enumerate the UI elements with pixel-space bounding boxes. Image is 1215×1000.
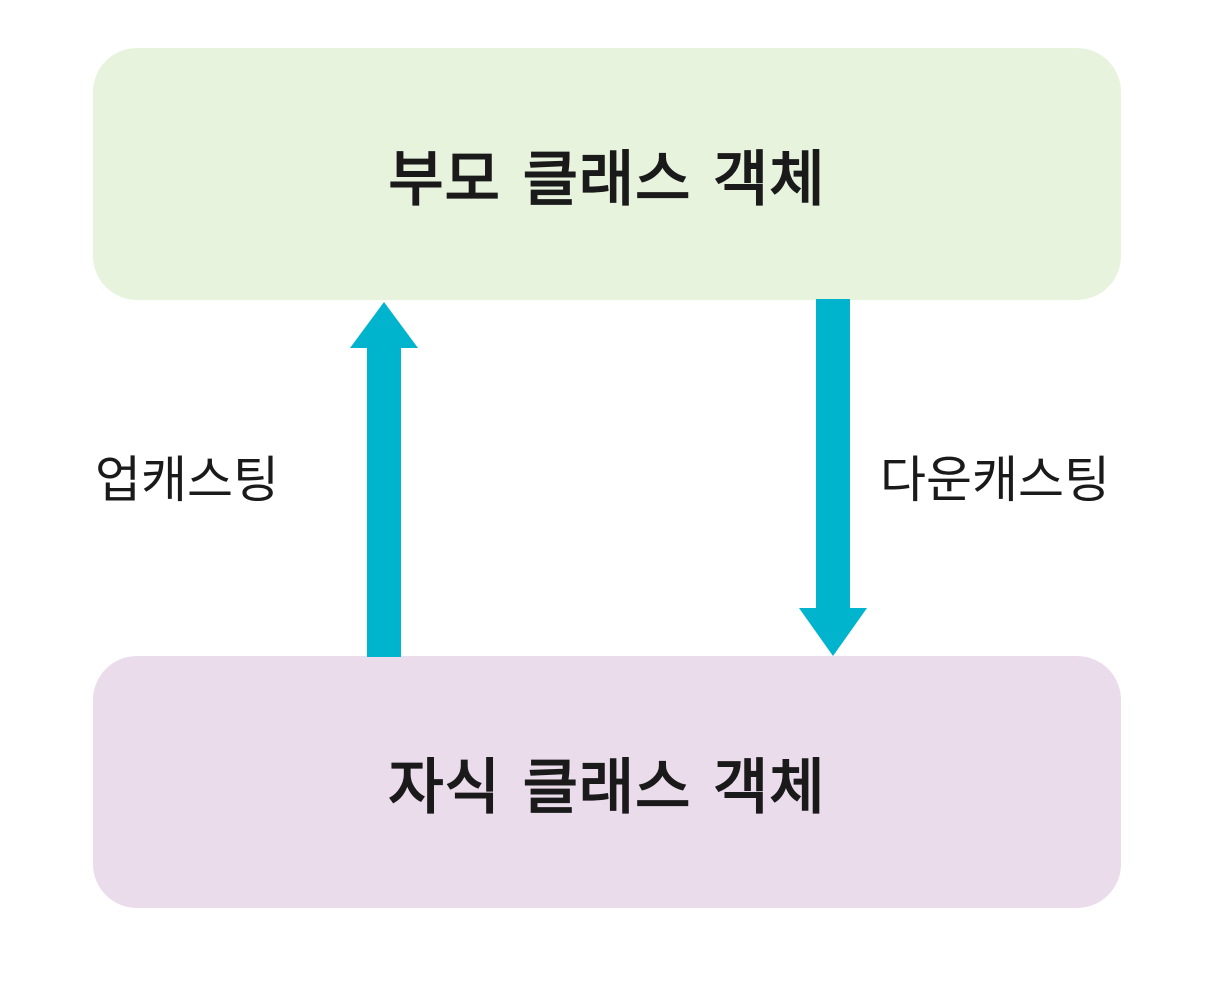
parent-class-object-box: 부모 클래스 객체 [93,48,1121,300]
upcast-arrow-shaft [367,345,401,657]
upcast-label: 업캐스팅 [95,451,279,509]
parent-class-object-label: 부모 클래스 객체 [388,144,826,215]
upcast-arrow-head [350,302,418,348]
child-class-object-label: 자식 클래스 객체 [388,752,826,823]
upcast-arrow [350,302,418,657]
downcast-arrow-head [799,608,867,656]
child-class-object-box: 자식 클래스 객체 [93,656,1121,908]
downcast-label: 다운캐스팅 [880,451,1110,509]
downcast-arrow [799,299,867,656]
downcast-arrow-shaft [816,299,850,611]
